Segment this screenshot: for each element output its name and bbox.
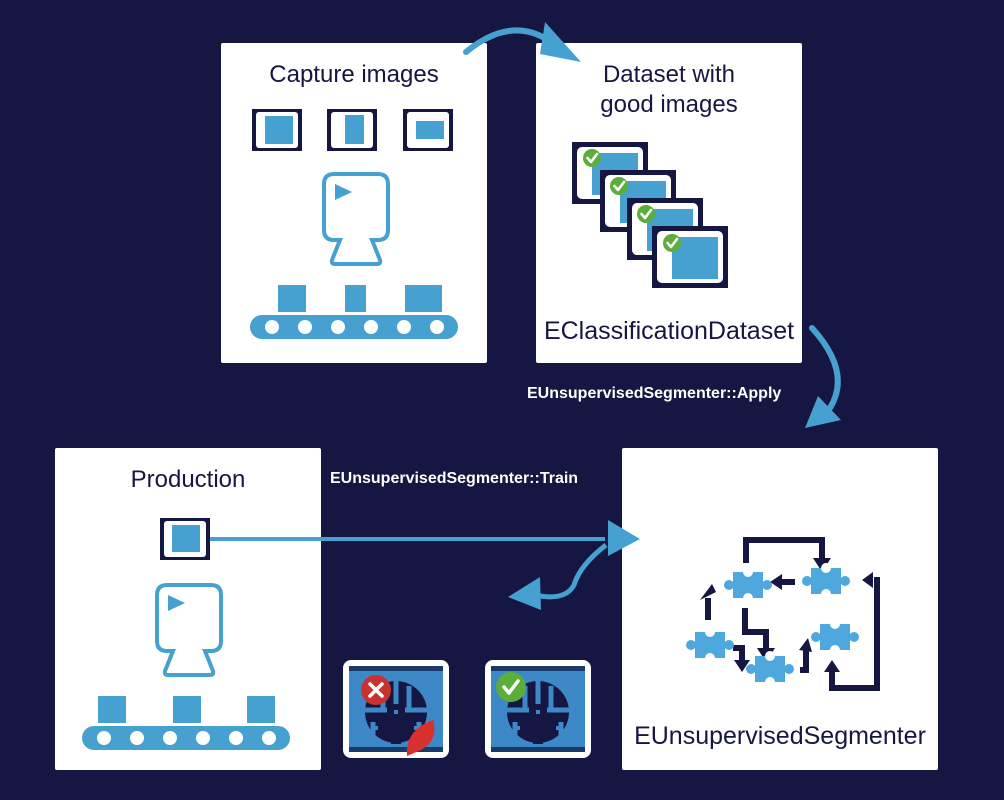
production-image-thumbnail [160, 518, 210, 560]
production-conveyor-items [98, 696, 275, 723]
arrow-production-to-segmenter [210, 520, 640, 556]
image-thumbnail-tall [327, 109, 377, 151]
dataset-title-line2: good images [600, 91, 738, 118]
segmenter-caption: EUnsupervisedSegmenter [634, 722, 926, 750]
puzzle-network-icon [705, 537, 880, 691]
puzzle-arrowheads [700, 558, 873, 672]
image-thumbnail-square [252, 109, 302, 151]
conveyor-items [278, 285, 442, 312]
conveyor-belt-icon [250, 315, 458, 339]
production-title: Production [130, 466, 246, 493]
segmenter-panel: EUnsupervisedSegmenter [622, 448, 938, 770]
dataset-image-stack [572, 142, 728, 288]
apply-edge-label: EUnsupervisedSegmenter::Apply [527, 385, 782, 402]
arrow-capture-to-dataset [463, 22, 581, 62]
image-thumbnail-wide [403, 109, 453, 151]
camera-icon [322, 172, 390, 266]
arrow-dataset-to-segmenter [805, 325, 841, 428]
train-edge-label: EUnsupervisedSegmenter::Train [330, 470, 579, 487]
arrow-segmenter-to-results [508, 543, 608, 610]
dataset-caption: EClassificationDataset [543, 317, 795, 345]
capture-images-title: Capture images [269, 61, 439, 88]
production-conveyor-belt-icon [82, 726, 290, 750]
production-camera-icon [155, 583, 223, 677]
dataset-title-line1: Dataset with [602, 61, 736, 88]
good-part-image [485, 660, 591, 758]
defective-part-image [343, 660, 449, 758]
cross-badge-icon [368, 682, 384, 698]
check-badge-icon [496, 672, 526, 702]
